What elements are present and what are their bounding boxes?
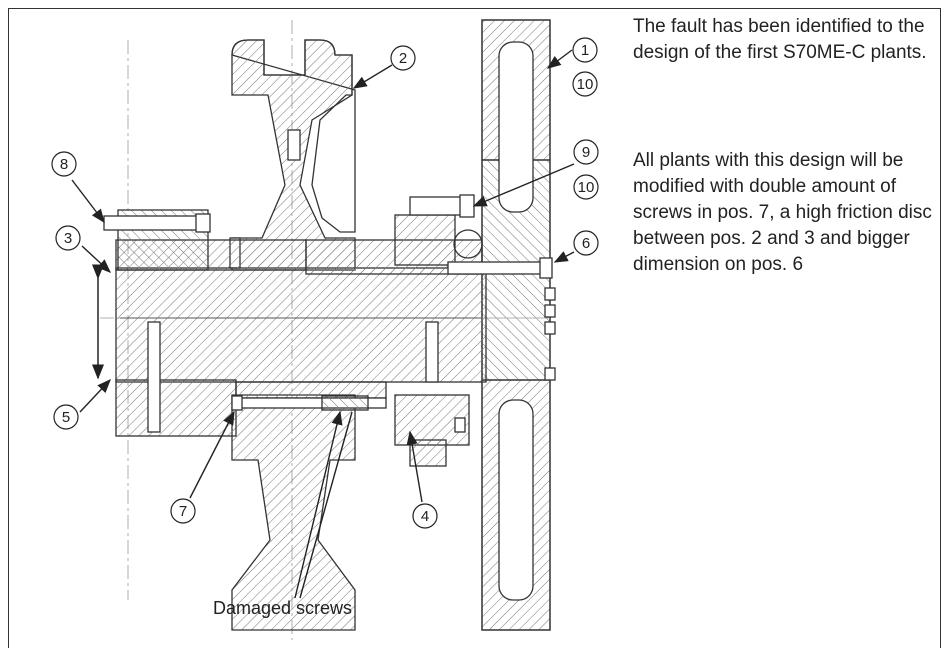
callout-1 — [572, 37, 598, 63]
callout-label-5: 5 — [62, 409, 70, 426]
note-modification: All plants with this design will be modi… — [633, 150, 932, 275]
callout-circles — [51, 37, 599, 529]
callout-label-2: 2 — [399, 50, 407, 67]
callout-labels: 1 10 2 3 4 5 6 7 8 9 10 — [60, 42, 595, 525]
callout-label-10-mid: 10 — [578, 179, 595, 196]
flywheel-gear — [481, 19, 551, 631]
callout-label-4: 4 — [421, 508, 429, 525]
callout-10-mid — [573, 174, 599, 200]
callout-8 — [51, 151, 77, 177]
callout-5 — [53, 404, 79, 430]
clamp-ring — [103, 209, 211, 271]
callout-6 — [573, 230, 599, 256]
callout-label-3: 3 — [64, 230, 72, 247]
callout-9 — [573, 139, 599, 165]
upper-ring — [394, 194, 483, 266]
damaged-screws — [231, 395, 387, 411]
callout-10-top — [572, 71, 598, 97]
leader-lines — [71, 49, 575, 599]
callout-label-10-top: 10 — [577, 76, 594, 93]
hub-shaft — [115, 239, 487, 437]
callout-4 — [412, 503, 438, 529]
callout-label-7: 7 — [179, 503, 187, 520]
callout-label-9: 9 — [582, 144, 590, 161]
diagram-frame — [8, 8, 941, 648]
callout-2 — [390, 45, 416, 71]
note-fault-identified: The fault has been identified to the des… — [633, 16, 927, 63]
retaining-ring — [394, 394, 470, 467]
callout-label-8: 8 — [60, 156, 68, 173]
bolt-pos-6 — [447, 257, 556, 381]
damaged-screws-label: Damaged screws — [213, 598, 353, 618]
callout-7 — [170, 498, 196, 524]
callout-3 — [55, 225, 81, 251]
callout-label-1: 1 — [581, 42, 589, 59]
callout-label-6: 6 — [582, 235, 590, 252]
